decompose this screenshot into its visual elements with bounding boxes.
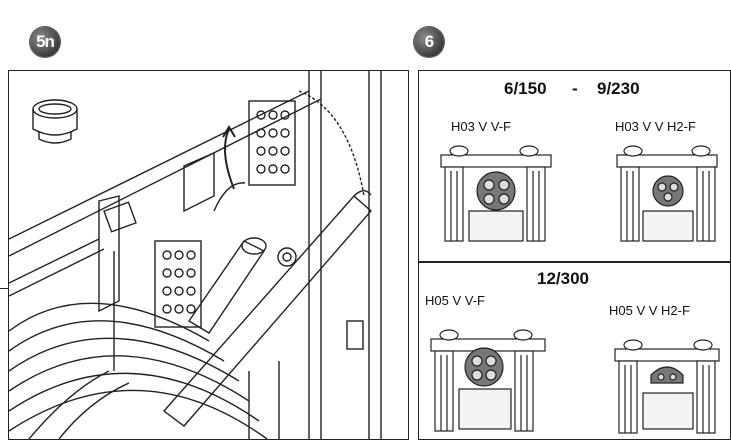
panel-title-left: 6/150 — [504, 79, 547, 98]
interior-illustration — [8, 70, 409, 440]
cable-gland-cap-drawing — [32, 99, 78, 144]
cable-type-right-label: H03 V V H2-F — [615, 119, 696, 134]
panel-title-dash: - — [572, 79, 578, 98]
terminal-block-upper-drawing — [248, 100, 296, 186]
cable-clamp-drawings-bottom — [430, 329, 720, 434]
cable-type-left-label: H05 V V-F — [425, 293, 485, 308]
clamp-flat-cable-drawing — [616, 145, 718, 242]
panel-title-right: 9/230 — [597, 79, 640, 98]
cable-type-right-label: H05 V V H2-F — [609, 303, 690, 318]
clamp-round-cable-drawing — [430, 329, 546, 432]
cable-panel-6-150-9-230: 6/150 - 9/230 H03 V V-F H03 V V H2-F — [418, 70, 731, 262]
cable-clamp-drawings-top — [440, 145, 718, 242]
leader-line — [0, 288, 10, 289]
step-badge-5n: 5n — [30, 27, 60, 57]
cable-panel-12-300: 12/300 H05 V V-F H05 V V H2-F — [418, 262, 731, 440]
clamp-round-cable-drawing — [440, 145, 552, 242]
step-badge-6: 6 — [414, 27, 444, 57]
cable-type-left-label: H03 V V-F — [451, 119, 511, 134]
terminal-block-lower-drawing — [154, 240, 202, 328]
panel-title: 12/300 — [537, 269, 589, 288]
clamp-flat-cable-drawing — [614, 339, 720, 434]
machine-interior-drawing — [9, 71, 382, 439]
